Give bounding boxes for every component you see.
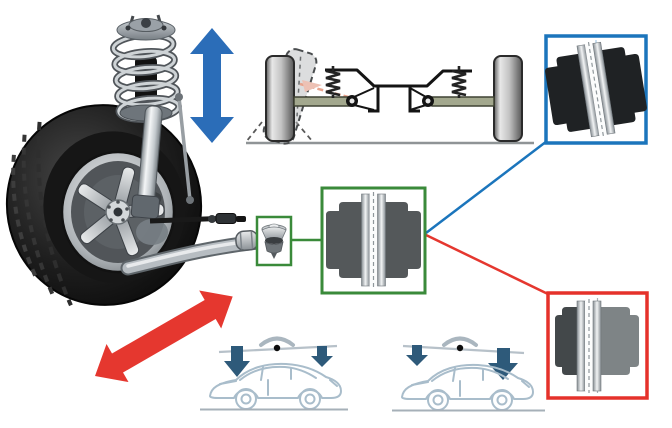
strut-top-mount: [116, 14, 176, 41]
bushing-radial-deformation-inset: [546, 291, 649, 400]
steering-knuckle: [136, 219, 168, 245]
stabilizer-link: [175, 93, 194, 204]
wheel-strut-photo: [5, 14, 266, 307]
control-arm-bushing-photo-inset: [255, 215, 293, 267]
axle-bar-left: [293, 96, 351, 107]
shock-absorber: [130, 105, 163, 220]
camber-dash-right: [295, 121, 314, 143]
axle-bar-right: [431, 96, 495, 107]
arm-bushing-collar: [235, 230, 259, 251]
rubber-stretched-right: [601, 307, 639, 375]
down-arrow-rear-large: [488, 348, 518, 380]
car-pitch-rear-squat: [392, 336, 545, 412]
sedan-outline: [209, 362, 342, 410]
bushing-twist-deformation-inset: [544, 34, 648, 145]
control-arm: [120, 230, 266, 276]
fore-aft-arrow: [95, 290, 233, 383]
pivot-dot: [273, 344, 281, 352]
down-arrow-front-small: [406, 345, 428, 366]
down-arrow-rear-small: [311, 346, 333, 367]
rear-axle-schematic: [245, 48, 534, 145]
schematic-wheel-right: [493, 55, 523, 142]
lateral-force-wedge: [302, 80, 322, 92]
rubber-left: [326, 202, 362, 278]
sedan-outline: [401, 363, 534, 411]
tie-rod: [149, 213, 246, 224]
schematic-wheel-left: [265, 55, 295, 142]
twist-beam-profile: [325, 68, 472, 88]
bushing-neutral-inset: [320, 186, 427, 295]
tilt-arc: [259, 336, 295, 347]
pivot-dot: [456, 344, 464, 352]
connector-blue: [425, 140, 548, 234]
tilt-arc: [442, 336, 478, 347]
rubber-right: [385, 202, 421, 278]
spring-left: [325, 66, 341, 98]
down-arrow-front-large: [224, 346, 250, 377]
spring-right: [451, 66, 467, 98]
connector-red: [425, 233, 551, 297]
car-pitch-front-dive: [200, 336, 348, 411]
pivot-braces: [353, 87, 427, 111]
vertical-travel-arrow: [190, 28, 234, 143]
rubber-compressed-left: [555, 307, 577, 375]
camber-dash-left: [245, 121, 263, 143]
beam-channel: [368, 86, 420, 113]
